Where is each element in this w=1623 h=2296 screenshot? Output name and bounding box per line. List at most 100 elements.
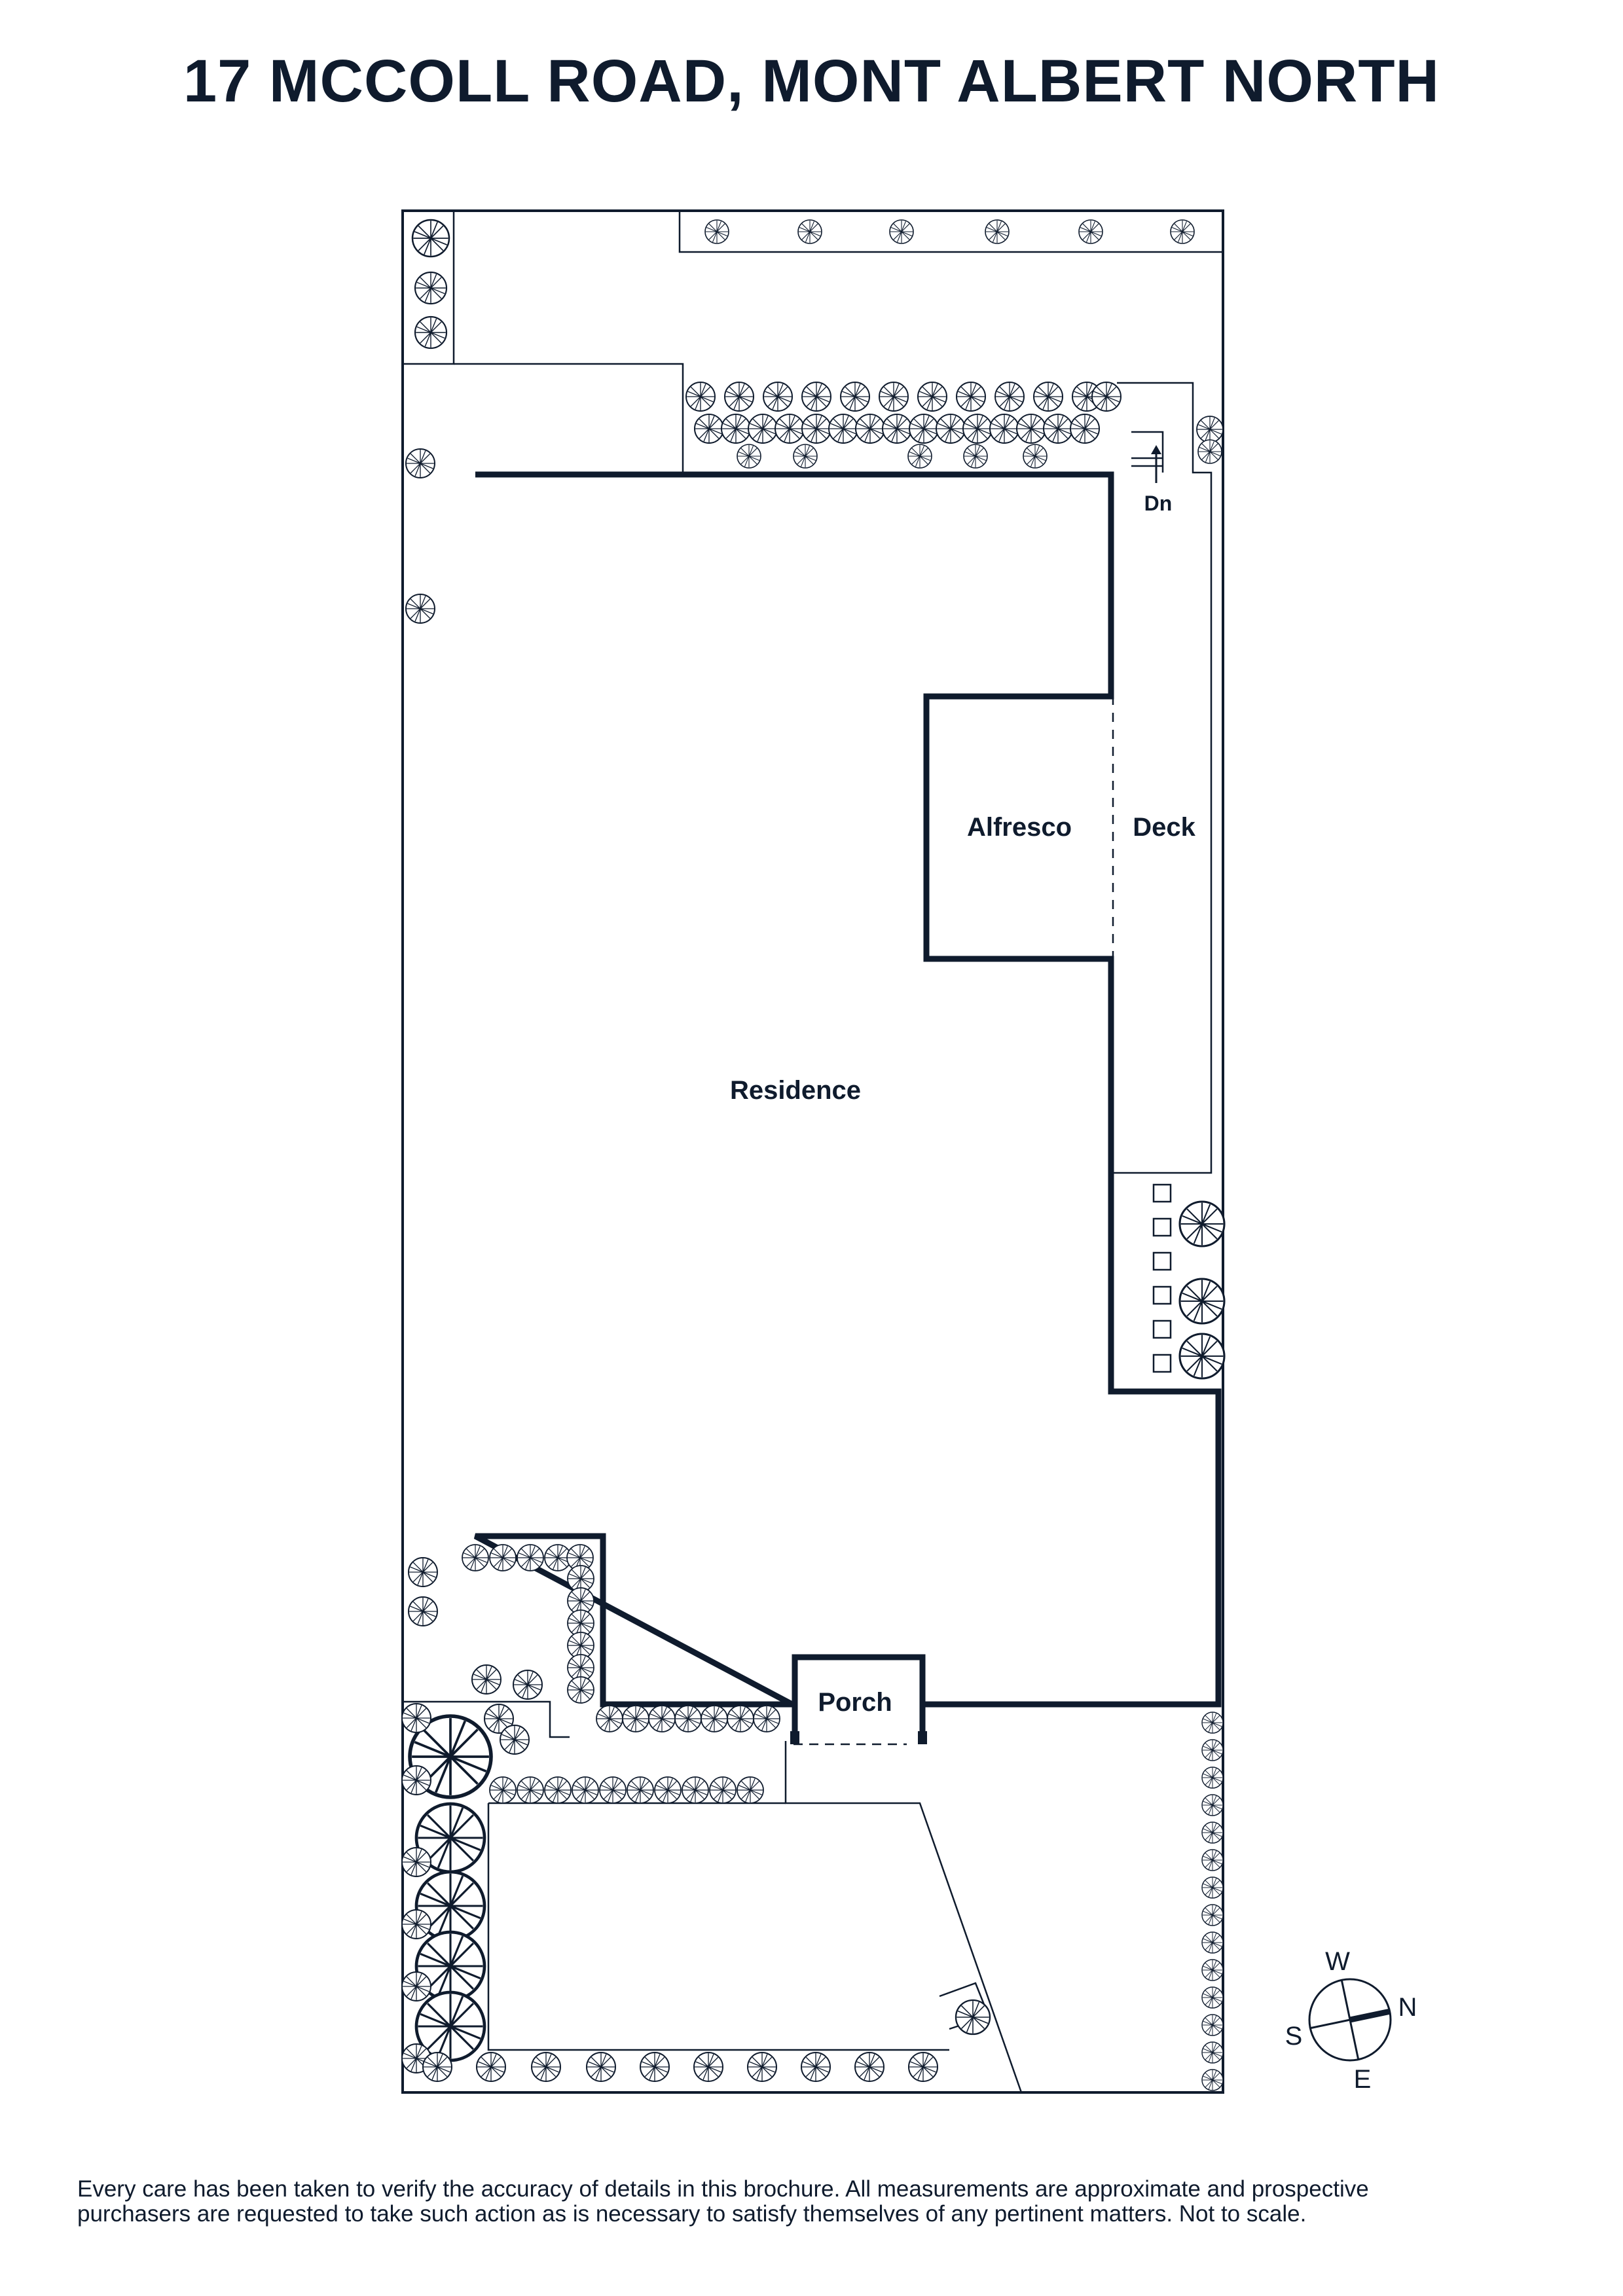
tree-icon [747,2052,777,2082]
compass-north: N [1398,1993,1417,2022]
tree-icon [414,271,448,305]
tree-icon [489,1776,517,1804]
tree-icon [627,1776,654,1804]
tree-icon [1201,1876,1224,1899]
property-boundary [401,209,1224,2094]
tree-icon [408,1596,438,1626]
tree-icon [963,444,988,469]
tree-icon [737,444,761,469]
tree-icon [1201,1849,1224,1871]
tree-icon [401,1703,431,1733]
tree-icon [1201,1931,1224,1954]
tree-icon [748,414,778,444]
tree-icon [401,1971,431,2001]
tree-icon [724,382,754,412]
tree-icon [1201,1959,1224,1981]
tree-icon [405,594,435,624]
compass-south: S [1285,2022,1303,2051]
tree-icon [854,2052,884,2082]
compass-east: E [1354,2065,1372,2094]
tree-icon [801,414,831,444]
alfresco-label: Alfresco [967,813,1072,842]
tree-icon [962,414,993,444]
compass-icon: W N S E [1285,1947,1417,2094]
tree-icon [1091,382,1122,412]
tree-icon [753,1705,780,1732]
tree-icon [622,1705,649,1732]
tree-icon [955,1999,991,2036]
tree-icon [685,382,716,412]
tree-icon [1201,1794,1224,1816]
tree-icon [517,1776,544,1804]
tree-icon [517,1544,544,1571]
tree-icon [500,1725,530,1755]
tree-icon [531,2052,561,2082]
tree-icon [567,1676,594,1704]
tree-icon [408,1557,438,1587]
tree-icon [828,414,858,444]
tree-icon [422,2052,452,2082]
tree-icon [882,414,912,444]
tree-icon [1078,219,1103,244]
tree-icon [797,219,822,244]
tree-icon [674,1705,702,1732]
tree-icon [401,1847,431,1877]
tree-icon [471,1664,501,1695]
tree-icon [401,1765,431,1795]
tree-icon [775,414,805,444]
tree-icon [1201,1821,1224,1844]
porch-outline [792,1654,926,1741]
tree-icon [1201,1739,1224,1761]
disclaimer-line-1: Every care has been taken to verify the … [77,2176,1369,2202]
tree-icon [1043,414,1073,444]
tree-icon [596,1705,623,1732]
tree-icon [544,1776,572,1804]
tree-icon [1201,1767,1224,1789]
tree-icon [693,2052,723,2082]
tree-icon [727,1705,754,1732]
tree-icon [1170,219,1195,244]
tree-icon [1178,1278,1226,1325]
tree-icon [909,414,939,444]
planter-boxes [1152,1183,1172,1373]
tree-icon [801,2052,831,2082]
tree-icon [709,1776,737,1804]
tree-icon [1023,444,1048,469]
tree-icon [401,1909,431,1939]
tree-icon [879,382,909,412]
trees [401,219,1226,2091]
stairs-label: Dn [1144,492,1173,515]
stairs-arrow-icon [1151,445,1161,483]
tree-icon [682,1776,709,1804]
tree-icon [907,444,932,469]
tree-icon [411,219,450,258]
tree-icon [414,315,448,350]
tree-icon [1033,382,1063,412]
tree-icon [1201,2041,1224,2064]
landscape-lines [403,211,1223,2093]
tree-icon [1196,416,1224,443]
tree-icon [1201,1712,1224,1734]
tree-icon [855,414,885,444]
tree-icon [737,1776,764,1804]
tree-icon [889,219,914,244]
tree-icon [1178,1200,1226,1247]
tree-icon [405,448,435,478]
tree-icon [1016,414,1046,444]
tree-icon [1201,1986,1224,2009]
tree-icon [513,1670,543,1700]
tree-icon [917,382,947,412]
tree-icon [1178,1333,1226,1380]
tree-icon [572,1776,599,1804]
tree-icon [654,1776,682,1804]
tree-icon [701,1705,728,1732]
tree-icon [801,382,831,412]
tree-icon [1201,2014,1224,2036]
disclaimer: Every care has been taken to verify the … [77,2177,1557,2227]
tree-icon [956,382,986,412]
page-title: 17 MCCOLL ROAD, MONT ALBERT NORTH [183,48,1440,115]
tree-icon [840,382,870,412]
tree-icon [599,1776,627,1804]
tree-icon [462,1544,489,1571]
